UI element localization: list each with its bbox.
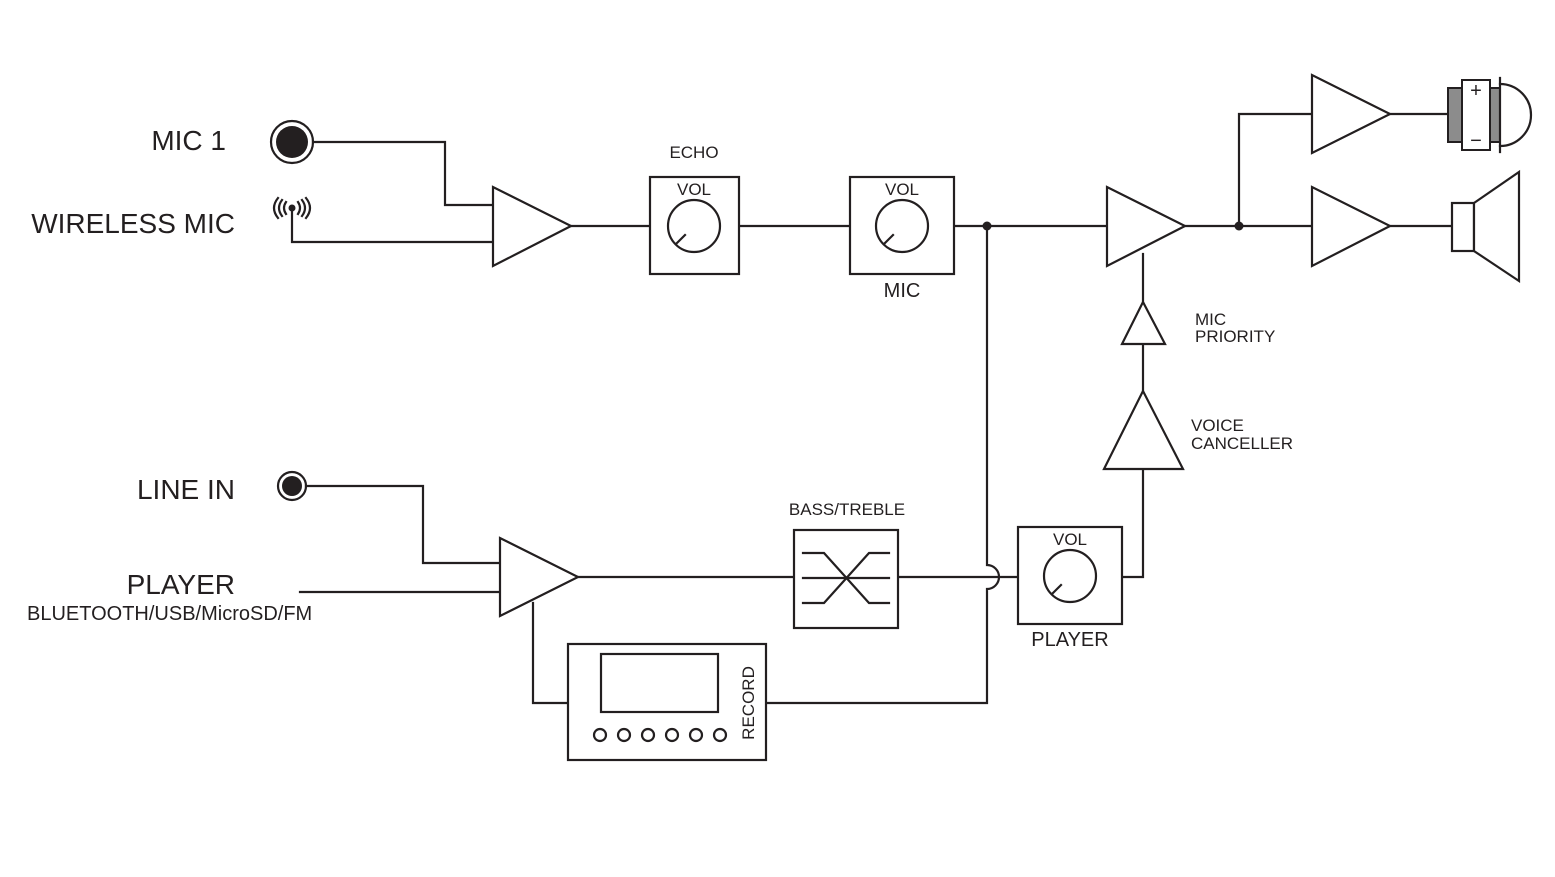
wireless-icon	[272, 196, 312, 220]
line-in-jack-icon	[276, 470, 308, 502]
light-icon	[1447, 76, 1533, 154]
player-knob-icon[interactable]	[1042, 548, 1098, 604]
mic-preamp-amplifier-icon	[491, 185, 574, 268]
echo-title: ECHO	[669, 143, 718, 162]
echo-knob-icon[interactable]	[666, 198, 722, 254]
mixer-amplifier-icon	[1105, 185, 1188, 268]
player-sources-label: BLUETOOTH/USB/MicroSD/FM	[27, 603, 312, 625]
voice-canceller-label-1: VOICE	[1191, 416, 1244, 435]
light-amplifier-icon	[1310, 73, 1393, 155]
wire-wireless	[290, 210, 495, 244]
wire-player-vol-canceller	[1120, 467, 1145, 579]
speaker-amplifier-icon	[1310, 185, 1393, 268]
equalizer-icon	[801, 551, 891, 605]
mic1-label: MIC 1	[151, 125, 226, 156]
player-preamp-amplifier-icon	[498, 536, 581, 618]
player-vol-label: VOL	[1053, 530, 1087, 549]
wire-line-in	[304, 484, 502, 565]
mic-priority-label-1: MIC	[1195, 310, 1226, 329]
echo-vol-label: VOL	[677, 180, 711, 199]
wire-player-amp-record	[531, 601, 570, 705]
voice-canceller-triangle-icon	[1102, 388, 1185, 471]
mic-knob-icon[interactable]	[874, 198, 930, 254]
mic-caption: MIC	[884, 280, 921, 302]
line-in-label: LINE IN	[137, 474, 235, 505]
voice-canceller-label-2: CANCELLER	[1191, 434, 1293, 453]
wire-to-light-amp	[1237, 112, 1314, 228]
recorder-icon	[592, 652, 728, 743]
speaker-icon	[1450, 169, 1521, 284]
mic-priority-label-2: PRIORITY	[1195, 327, 1275, 346]
record-label: RECORD	[739, 666, 758, 740]
wireless-mic-label: WIRELESS MIC	[31, 208, 235, 239]
wire-mic1	[311, 140, 495, 207]
wire-record-return	[764, 224, 1001, 705]
battery-plus-label: +	[1470, 80, 1482, 102]
player-caption: PLAYER	[1031, 629, 1108, 651]
mic-vol-label: VOL	[885, 180, 919, 199]
mic-priority-triangle-icon	[1120, 299, 1167, 346]
bass-treble-title: BASS/TREBLE	[789, 500, 905, 519]
player-label: PLAYER	[127, 569, 235, 600]
battery-minus-label: −	[1470, 130, 1482, 152]
mic1-jack-icon	[269, 119, 315, 165]
